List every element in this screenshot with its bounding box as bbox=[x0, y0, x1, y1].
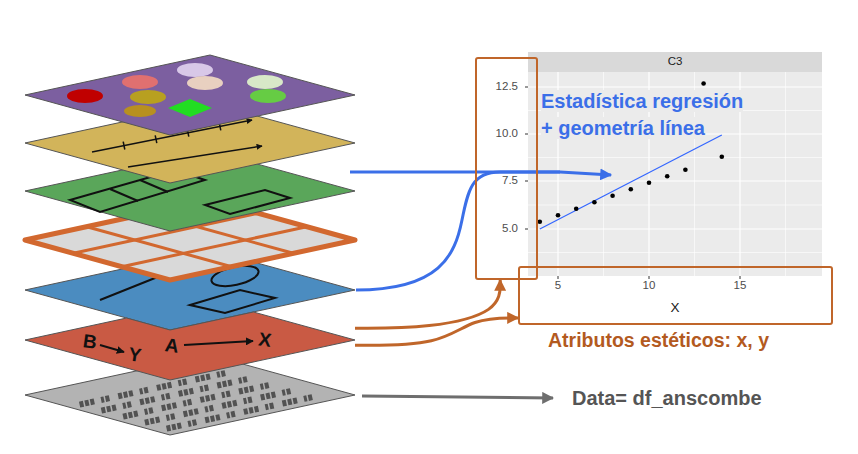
theme-swatch bbox=[250, 89, 286, 103]
axis-tick-label: 10.0 bbox=[496, 127, 518, 140]
axis-tick-label: 5 bbox=[555, 279, 561, 292]
data-marks bbox=[80, 372, 319, 429]
tick bbox=[123, 142, 125, 150]
tick bbox=[525, 87, 528, 88]
facet-divider bbox=[110, 189, 138, 201]
x-axis-highlight: 5 10 15X bbox=[518, 266, 833, 325]
theme-swatch bbox=[122, 75, 158, 89]
tick bbox=[525, 229, 528, 230]
theme-swatch bbox=[124, 105, 156, 117]
data-point bbox=[720, 155, 725, 160]
data-point bbox=[556, 213, 561, 218]
tick bbox=[525, 134, 528, 135]
axis-title: X bbox=[670, 300, 679, 316]
mapping-letter: Y bbox=[127, 343, 143, 366]
facet-panel bbox=[205, 190, 290, 214]
grid-line bbox=[785, 72, 786, 276]
aesthetics-layer: AXBY bbox=[25, 312, 355, 380]
axis-tick-label: 12.5 bbox=[496, 80, 518, 93]
tick bbox=[155, 135, 157, 143]
grid-line bbox=[528, 86, 822, 87]
aesthetics-annotation: Atributos estéticos: x, y bbox=[548, 328, 769, 352]
grid-line bbox=[528, 180, 822, 181]
pointer-arrow bbox=[350, 172, 611, 175]
axis-tick-label: 15 bbox=[734, 279, 747, 292]
data-row bbox=[167, 396, 319, 429]
tick bbox=[558, 276, 559, 279]
mapping-arrow bbox=[184, 341, 253, 345]
facet-strip: C3 bbox=[528, 52, 822, 72]
mapping-arrow bbox=[100, 345, 124, 352]
data-point bbox=[629, 187, 634, 192]
tick bbox=[649, 276, 650, 279]
grid-line bbox=[122, 227, 307, 267]
axis-tick-label: 10 bbox=[643, 279, 656, 292]
scale-axis bbox=[128, 146, 262, 167]
tick bbox=[740, 276, 741, 279]
data-point bbox=[610, 193, 615, 198]
data-annotation: Data= df_anscombe bbox=[572, 386, 762, 410]
y-axis-highlight: 12.5 10.0 7.5 5.0 bbox=[475, 57, 538, 280]
layer-plane bbox=[25, 312, 355, 380]
grid-line bbox=[528, 205, 822, 206]
data-point bbox=[647, 181, 652, 186]
pointer-arrow bbox=[356, 172, 560, 290]
mapping-letter: X bbox=[257, 328, 273, 351]
axis-tick-label: 7.5 bbox=[502, 174, 518, 187]
grid-line bbox=[528, 228, 822, 229]
theme-swatch bbox=[67, 89, 103, 103]
theme-swatch bbox=[247, 75, 283, 89]
mapping-letter: A bbox=[164, 334, 181, 358]
geom-bar bbox=[190, 290, 275, 313]
data-point bbox=[701, 81, 706, 86]
regression-line bbox=[540, 135, 722, 229]
grid-line bbox=[528, 252, 822, 253]
theme-layer bbox=[25, 55, 355, 135]
theme-swatch bbox=[168, 99, 212, 117]
axis-ticks bbox=[525, 87, 740, 279]
axis-tick-label: 5.0 bbox=[502, 222, 518, 235]
data-point bbox=[665, 174, 670, 179]
grid-line bbox=[528, 157, 822, 158]
data-point bbox=[592, 200, 597, 205]
theme-swatch bbox=[177, 63, 213, 77]
mapping-connector bbox=[355, 318, 518, 345]
data-point bbox=[574, 206, 579, 211]
data-point bbox=[683, 168, 688, 173]
theme-swatch bbox=[187, 76, 223, 90]
tick bbox=[525, 181, 528, 182]
layer-plane bbox=[25, 55, 355, 135]
pointer-arrow bbox=[362, 396, 553, 398]
theme-swatch bbox=[130, 90, 166, 104]
facet-label: C3 bbox=[668, 55, 683, 68]
stat-annotation: Estadística regresión + geometría línea bbox=[541, 88, 751, 142]
data-point bbox=[538, 219, 543, 224]
plot-panel bbox=[525, 72, 822, 279]
layer-outline bbox=[25, 312, 355, 380]
